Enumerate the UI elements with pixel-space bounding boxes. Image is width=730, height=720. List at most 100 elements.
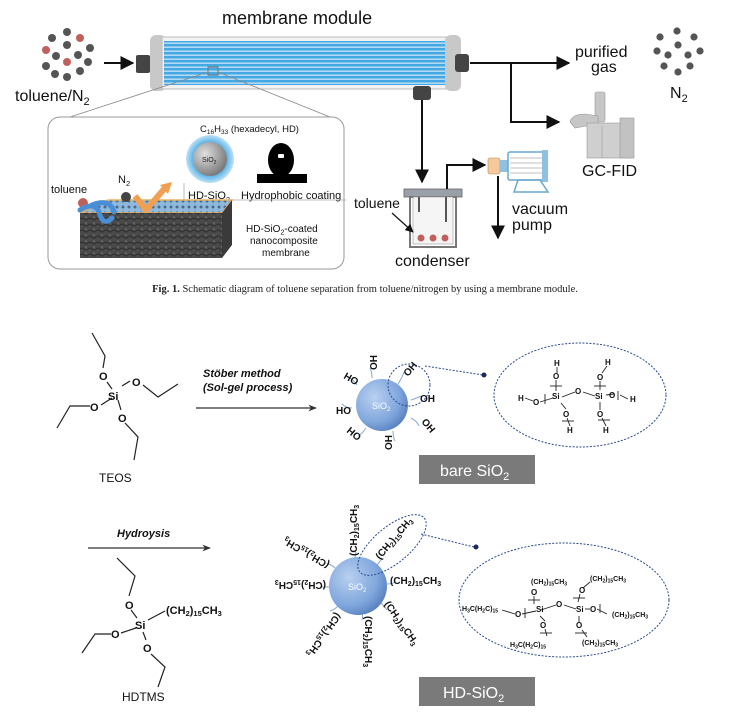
oh-label: OH	[384, 435, 395, 450]
teos-o4: O	[118, 413, 127, 425]
bare-silanol-structure: H O Si O H O Si O H O H O H O H	[518, 358, 636, 435]
atom-si: Si	[595, 392, 603, 401]
gcfid-instrument	[569, 91, 635, 159]
atom-h: H	[518, 394, 524, 403]
bare-zoom-ellipse	[493, 342, 667, 448]
bare-sio2-particle: SiO2	[341, 367, 422, 442]
oh-label: OH	[345, 424, 364, 442]
ho-label: HO	[336, 406, 351, 417]
atom-o: O	[533, 398, 539, 407]
inset-n2-label: N2	[118, 174, 130, 188]
hdtms-chain-label: (CH2)15CH3	[166, 605, 222, 618]
condenser	[403, 188, 463, 248]
zoom-region-marker	[207, 66, 219, 76]
chain-h3c-left: H3C(H2C)15	[462, 606, 498, 615]
purified-label-2: gas	[591, 59, 617, 76]
oh-label: OH	[419, 417, 437, 436]
chain-label: (CH2)15CH3	[349, 505, 361, 556]
svg-text:(CH2)15CH3: (CH2)15CH3	[381, 599, 420, 648]
stober-label-1: Stöber method	[203, 368, 281, 380]
nitrogen-cluster	[653, 27, 704, 76]
hydrolysis-label: Hydroysis	[117, 528, 170, 540]
n2-label: N2	[670, 85, 688, 105]
svg-text:(CH2)15CH3: (CH2)15CH3	[361, 616, 373, 667]
figure-caption: Fig. 1. Schematic diagram of toluene sep…	[0, 284, 730, 295]
atom-o: O	[563, 410, 569, 419]
coating-label: Hydrophobic coating	[241, 190, 341, 202]
condenser-label: condenser	[395, 253, 470, 270]
teos-o3: O	[90, 402, 99, 414]
oh-label: OH	[402, 360, 420, 379]
atom-h: H	[603, 426, 609, 435]
svg-text:(CH2)15CH3: (CH2)15CH3	[349, 505, 361, 556]
hd-siloxane-structure: H3C(H2C)15 O Si O (CH2)15CH3 O Si O (CH2…	[462, 576, 648, 651]
hdtms-structure	[81, 557, 166, 688]
atom-si: Si	[552, 392, 560, 401]
hdtms-label: HDTMS	[122, 690, 165, 704]
chain-label: (CH2)15CH3	[390, 576, 441, 588]
membrane-label-3: membrane	[262, 248, 310, 259]
inset-toluene-label: toluene	[51, 184, 87, 196]
membrane-module	[136, 35, 469, 100]
atom-o: O	[579, 586, 585, 595]
chain-label: (CH2)15CH3	[361, 616, 373, 667]
svg-text:(CH2)15CH3: (CH2)15CH3	[275, 578, 326, 590]
hd-formula-label: C16H33 (hexadecyl, HD)	[200, 124, 299, 136]
condenser-to-pump-arrow	[446, 158, 487, 189]
chain-label: (CH2)15CH3	[374, 519, 416, 562]
hd-zoom-ellipse	[458, 542, 670, 658]
atom-o: O	[597, 373, 603, 382]
gcfid-label: GC-FID	[582, 163, 637, 180]
oh-label: OH	[369, 355, 380, 370]
atom-h: H	[567, 426, 573, 435]
atom-si: Si	[536, 605, 544, 614]
atom-h: H	[605, 358, 611, 367]
chain-label: (CH2)15CH3	[275, 578, 326, 590]
hd-highlight-ellipse	[357, 514, 427, 576]
n2-rejection-arrow	[132, 186, 168, 213]
atom-o: O	[540, 621, 546, 630]
hdtms-o1: O	[125, 600, 134, 612]
teos-o1: O	[99, 371, 108, 383]
figure-1-schematic: toluene/N2 membrane module purified gas	[15, 8, 704, 270]
pump-label-1: vacuum	[512, 201, 568, 218]
membrane-label-1: HD-SiO2-coated	[246, 224, 318, 237]
bare-highlight-circle	[387, 363, 431, 407]
membrane-inset: C16H33 (hexadecyl, HD) SiO2 HD-SiO2 Hydr…	[47, 116, 346, 270]
svg-text:(CH2)15CH3: (CH2)15CH3	[303, 610, 342, 659]
membrane-cross-section	[80, 213, 222, 258]
feed-label: toluene/N2	[15, 88, 90, 108]
atom-h: H	[554, 359, 560, 368]
module-title: membrane module	[222, 8, 372, 28]
hd-sio2-particle-core	[193, 142, 227, 176]
hdtms-si: Si	[135, 620, 145, 632]
chain-h3c-bottom: H3C(H2C)15	[510, 642, 546, 651]
atom-si: Si	[576, 605, 584, 614]
atom-o: O	[575, 387, 581, 396]
chain-top-right: (CH2)15CH3	[590, 576, 626, 585]
atom-o: O	[609, 391, 615, 400]
vacuum-pump	[487, 150, 550, 193]
hdtms-o3: O	[143, 643, 152, 655]
hd-core-label: SiO2	[348, 582, 367, 594]
teos-structure	[56, 332, 179, 461]
feed-gas-cluster	[42, 28, 94, 81]
bare-core-label: SiO2	[372, 401, 391, 413]
teos-label: TEOS	[99, 471, 132, 485]
atom-o: O	[590, 605, 596, 614]
teos-si: Si	[108, 391, 118, 403]
atom-h: H	[630, 395, 636, 404]
pump-label-2: pump	[512, 217, 552, 234]
bare-sio2-badge-label: bare SiO2	[440, 463, 509, 483]
bare-sio2-badge	[419, 455, 535, 484]
svg-text:(CH2)15CH3: (CH2)15CH3	[282, 534, 332, 570]
atom-o: O	[597, 410, 603, 419]
hd-sio2-badge	[419, 677, 535, 706]
chain-label: (CH2)15CH3	[381, 599, 420, 648]
purified-label-1: purified	[575, 44, 627, 61]
chain-right: (CH2)15CH3	[612, 612, 648, 621]
chain-label: (CH2)15CH3	[282, 534, 332, 570]
gcfid-arrow	[510, 63, 561, 129]
svg-text:(CH2)15CH3: (CH2)15CH3	[390, 576, 441, 588]
